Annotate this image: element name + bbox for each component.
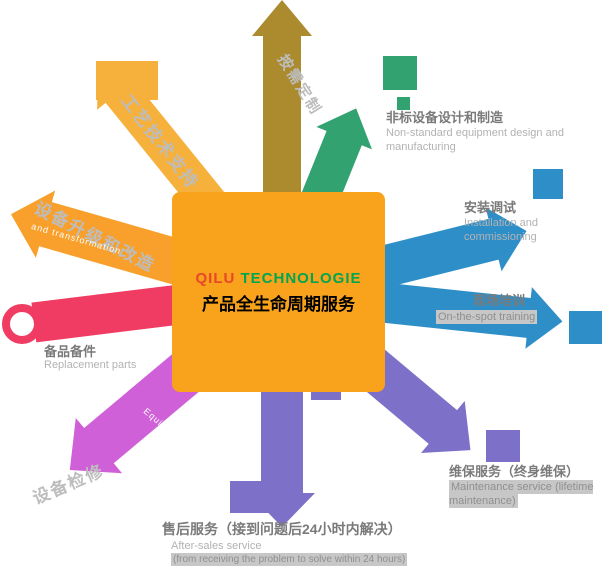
label-custom-en: Demand based on bbox=[252, 46, 263, 143]
label-design-zh: 非标设备设计和制造 bbox=[386, 110, 504, 125]
center-title: 产品全生命周期服务 bbox=[202, 294, 355, 314]
label-design-en: Non-standard equipment design and manufa… bbox=[386, 127, 564, 154]
label-aftersales-zh: 售后服务（接到问题后24小时内解决） bbox=[162, 521, 402, 537]
label-aftersales-en1: After-sales service bbox=[171, 540, 262, 552]
arrow-custom bbox=[252, 0, 312, 202]
label-spares-zh: 备品备件 bbox=[44, 344, 97, 359]
label-aftersales-en2: (from receiving the problem to solve wit… bbox=[171, 553, 408, 566]
block-process bbox=[96, 61, 158, 100]
square-training bbox=[569, 311, 602, 344]
arrow-install bbox=[373, 207, 527, 289]
square-design bbox=[383, 56, 417, 90]
brand-red-text: QILU bbox=[195, 269, 236, 287]
label-maintenance-zh: 维保服务（终身维保） bbox=[449, 464, 580, 479]
label-training-en: On-the-spot training bbox=[436, 310, 538, 324]
label-install-zh: 安装调试 bbox=[464, 200, 517, 215]
label-training-zh: 现场培训 bbox=[473, 293, 526, 308]
square-maintenance bbox=[486, 430, 520, 462]
label-maintenance-en: Maintenance service (lifetime maintenanc… bbox=[449, 480, 594, 509]
square-design-small bbox=[397, 97, 410, 110]
arrow-design bbox=[297, 108, 373, 218]
brand-line: QILU TECHNOLOGIE bbox=[195, 270, 361, 287]
label-install-en: Installation and commissioning bbox=[464, 217, 538, 244]
arrow-spares bbox=[31, 283, 191, 343]
brand-green-text: TECHNOLOGIE bbox=[240, 269, 362, 287]
spares-ring-icon bbox=[2, 304, 42, 344]
arrow-upgrade bbox=[10, 190, 198, 288]
center-node: QILU TECHNOLOGIE 产品全生命周期服务 bbox=[172, 192, 385, 392]
label-spares-en: Replacement parts bbox=[44, 359, 137, 371]
block-aftersales bbox=[230, 481, 272, 513]
square-install bbox=[533, 169, 563, 199]
